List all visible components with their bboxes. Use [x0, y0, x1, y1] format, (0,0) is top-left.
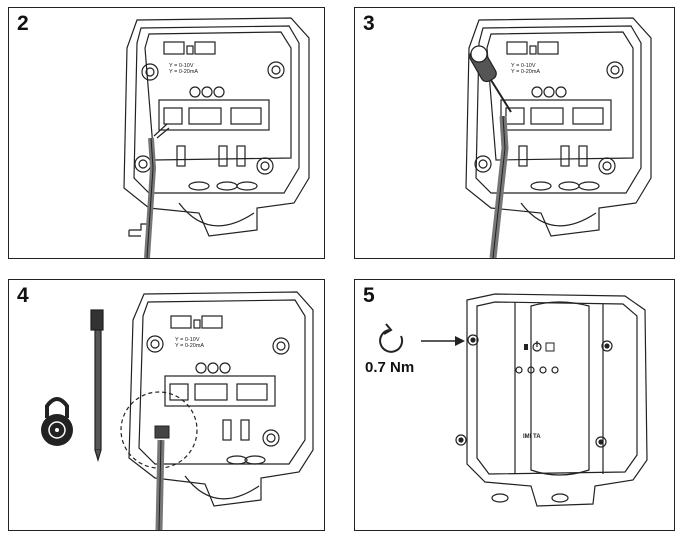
cable-tie: [90, 309, 104, 463]
screw-bottom-left: [134, 155, 152, 173]
screw-top-right: [272, 337, 290, 355]
actuator-cover: [466, 293, 648, 507]
step-4-number: 4: [17, 284, 29, 307]
step-2-illustration: Y = 0-10V Y = 0-20mA: [123, 17, 310, 258]
screw-top-left: [146, 335, 164, 353]
signal-label-voltage: Y = 0-10V: [511, 63, 536, 69]
actuator-housing: [465, 17, 652, 237]
rotate-clockwise-icon: [379, 323, 404, 353]
signal-label-voltage: Y = 0-10V: [175, 337, 200, 343]
step-5-panel: 5: [354, 279, 675, 531]
step-3-illustration: Y = 0-10V Y = 0-20mA: [465, 17, 652, 258]
screw-top-left: [141, 63, 159, 81]
cover-screw-top-right: [601, 340, 613, 352]
actuator-housing: [128, 291, 314, 507]
status-icons: [524, 341, 555, 352]
signal-label-current: Y = 0-20mA: [169, 69, 198, 75]
step-3-number: 3: [363, 12, 375, 35]
terminal-block: [164, 375, 276, 407]
actuator-housing: [123, 17, 310, 237]
screw-bottom-left: [474, 155, 492, 173]
step-4-panel: 4 Y =: [8, 279, 325, 531]
screw-bottom-right: [262, 429, 280, 447]
arrow-to-screw: [421, 336, 465, 346]
screw-bottom-right: [256, 157, 274, 175]
terminal-block: [500, 99, 612, 131]
step-2-panel: 2 Y = 0-10V Y = 0-20mA: [8, 7, 325, 259]
step-2-number: 2: [17, 12, 29, 35]
signal-label-current: Y = 0-20mA: [511, 69, 540, 75]
terminal-block: [158, 99, 270, 131]
cover-screw-top-left: [467, 334, 479, 346]
cover-screw-bottom-left: [455, 434, 467, 446]
cover-screw-bottom-right: [595, 436, 607, 448]
brand-label: IMI TA: [523, 434, 541, 440]
signal-label-current: Y = 0-20mA: [175, 343, 204, 349]
loose-screw: [128, 223, 148, 237]
screw-bottom-right: [598, 157, 616, 175]
step-5-illustration: IMI TA: [379, 293, 648, 507]
front-panel: [530, 301, 590, 476]
lock-icon: [41, 397, 73, 446]
step-4-illustration: Y = 0-10V Y = 0-20mA: [41, 291, 314, 530]
step-5-number: 5: [363, 284, 375, 307]
screw-top-right: [606, 61, 624, 79]
screw-top-right: [267, 61, 285, 79]
signal-label-voltage: Y = 0-10V: [169, 63, 194, 69]
torque-value: 0.7 Nm: [365, 359, 415, 376]
screwdriver: [469, 45, 512, 113]
step-3-panel: 3 Y = 0-10V Y = 0-20mA: [354, 7, 675, 259]
cable: [489, 115, 509, 258]
